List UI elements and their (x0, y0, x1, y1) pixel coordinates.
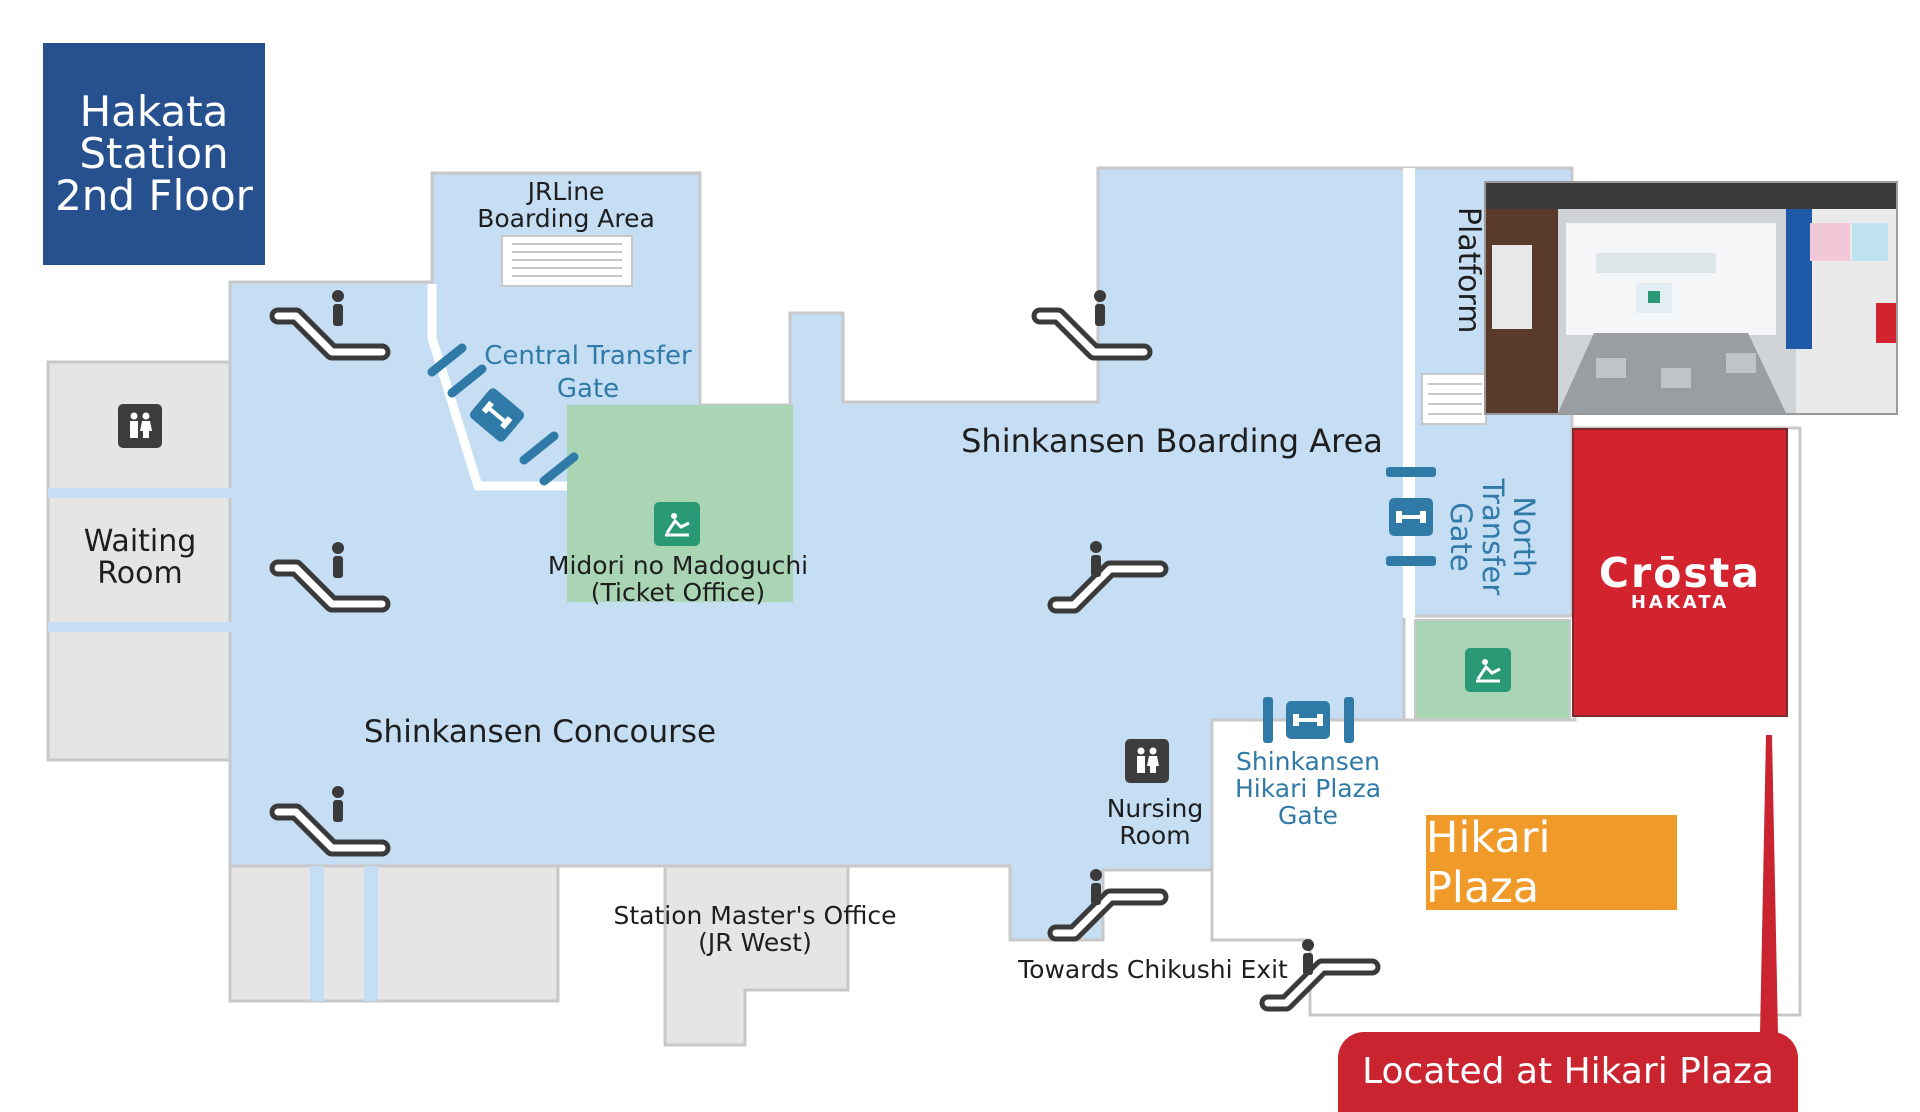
stairs-icon (501, 235, 633, 287)
label-line: Nursing (1106, 794, 1204, 823)
label-line: Central Transfer (484, 341, 692, 371)
floor-title-line: 2nd Floor (55, 171, 253, 220)
ticket-office-seat-icon (654, 502, 700, 546)
stairs-icon (1421, 373, 1487, 425)
label-line: JRLine (527, 177, 605, 206)
ticket-office-seat-icon (1465, 648, 1511, 692)
label-line: North (1506, 496, 1541, 578)
location-pointer (1760, 735, 1778, 1035)
label-line: Hikari Plaza (1234, 774, 1382, 803)
north-transfer-gate-barrier (1386, 467, 1436, 566)
shinkansen-concourse-label: Shinkansen Concourse (363, 714, 717, 750)
label-line: Midori no Madoguchi (547, 551, 809, 580)
central-transfer-gate-label: Central Transfer Gate (476, 340, 700, 405)
jr-line-boarding-label: JRLine Boarding Area (452, 178, 680, 232)
restroom-icon (1125, 739, 1169, 783)
ticket-gate-icon (1286, 701, 1330, 739)
floor-title-line: Station (79, 129, 229, 178)
hikari-plaza-label: Hikari Plaza (1426, 813, 1677, 913)
hikari-plaza-gate-barrier (1263, 697, 1354, 743)
label-line: Waiting (83, 524, 197, 559)
located-banner: Located at Hikari Plaza (1338, 1032, 1798, 1112)
crosta-hakata-shop[interactable]: Crōsta HAKATA (1572, 428, 1788, 717)
label-line: Room (97, 556, 183, 592)
midori-ticket-office-label: Midori no Madoguchi (Ticket Office) (540, 552, 816, 606)
restroom-icon (118, 404, 162, 448)
label-line: Room (1119, 821, 1191, 850)
crosta-sub: HAKATA (1630, 592, 1730, 613)
label-line: Gate (1444, 502, 1479, 572)
label-line: Station Master's Office (613, 901, 897, 930)
waiting-room-label: Waiting Room (54, 524, 226, 592)
crosta-brand: Crōsta (1598, 549, 1762, 597)
hikari-plaza-gate-label: Shinkansen Hikari Plaza Gate (1216, 748, 1400, 829)
label-line: Shinkansen (1236, 747, 1380, 776)
shinkansen-boarding-area-label: Shinkansen Boarding Area (961, 422, 1383, 460)
label-line: Gate (1278, 801, 1338, 830)
blue-public-floor (48, 166, 1574, 1001)
floor-title-line: Hakata (79, 87, 229, 136)
station-master-office-label: Station Master's Office (JR West) (600, 902, 910, 956)
platform-label: Platform (1451, 206, 1487, 334)
chikushi-exit-label: Towards Chikushi Exit (1018, 955, 1288, 984)
floor-title: Hakata Station 2nd Floor (43, 43, 265, 265)
label-line: (JR West) (698, 928, 812, 957)
ticket-gate-icon (1389, 498, 1433, 536)
nursing-room-label: Nursing Room (1095, 795, 1215, 849)
label-line: (Ticket Office) (590, 578, 766, 607)
label-line: Boarding Area (477, 204, 655, 233)
central-transfer-gate-barrier (427, 343, 579, 486)
label-line: Transfer (1475, 478, 1510, 596)
shop-photo (1484, 181, 1898, 415)
north-transfer-gate-label: North Transfer Gate (1444, 447, 1541, 627)
label-line: Gate (556, 373, 620, 404)
